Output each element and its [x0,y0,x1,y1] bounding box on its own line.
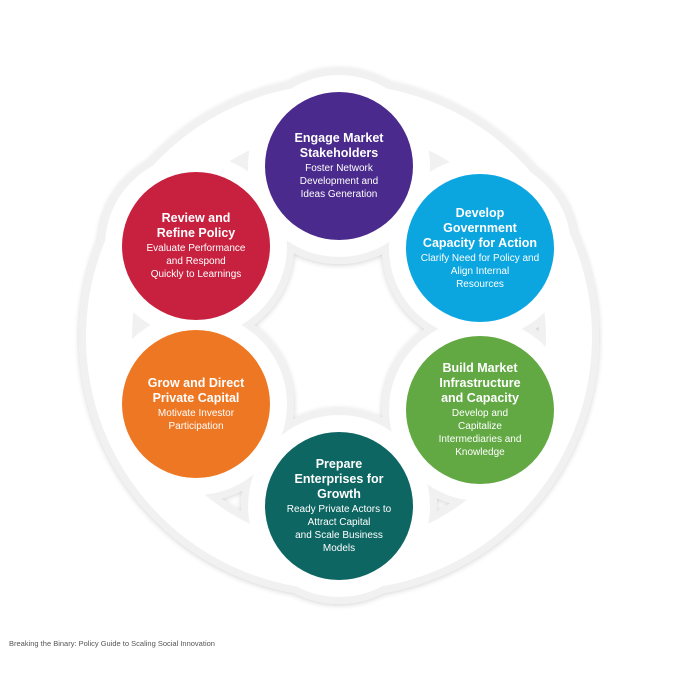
stage-prepare-enterprises: Prepare Enterprises for Growth Ready Pri… [265,432,413,580]
stage-build-market-infrastructure: Build Market Infrastructure and Capacity… [406,336,554,484]
stage-review-refine-policy: Review and Refine Policy Evaluate Perfor… [122,172,270,320]
stage-description: Evaluate Performance and Respond Quickly… [146,243,246,280]
stage-description: Clarify Need for Policy and Align Intern… [420,252,540,290]
stage-title: Develop Government Capacity for Action [422,205,538,250]
stage-title: Prepare Enterprises for Growth [294,457,384,501]
stage-title: Build Market Infrastructure and Capacity [439,361,521,405]
stage-title: Engage Market Stakeholders [294,131,384,160]
stage-title: Grow and Direct Private Capital [147,375,245,405]
stage-grow-private-capital: Grow and Direct Private Capital Motivate… [122,330,270,478]
stage-description: Ready Private Actors to Attract Capital … [286,504,392,554]
stage-title: Review and Refine Policy [156,211,236,240]
stage-develop-government-capacity: Develop Government Capacity for Action C… [406,174,554,322]
footer-source-text: Breaking the Binary: Policy Guide to Sca… [9,639,215,648]
stage-engage-market-stakeholders: Engage Market Stakeholders Foster Networ… [265,92,413,240]
stage-description: Motivate Investor Participation [157,407,235,432]
stage-description: Develop and Capitalize Intermediaries an… [438,408,522,458]
stage-description: Foster Network Development and Ideas Gen… [299,163,379,200]
